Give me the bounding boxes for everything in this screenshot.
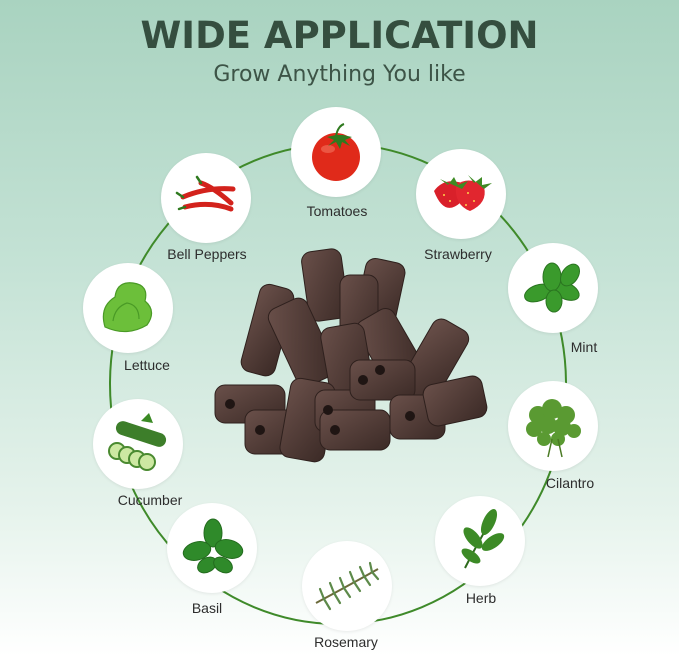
lettuce-icon — [83, 263, 173, 353]
tomato-icon — [291, 107, 381, 197]
grow-sponge-pods-icon — [200, 240, 500, 480]
page-subtitle: Grow Anything You like — [213, 62, 466, 87]
plant-label-mint: Mint — [570, 339, 598, 355]
bell-pepper-icon — [161, 153, 251, 243]
plant-label-basil: Basil — [191, 600, 223, 616]
basil-icon — [167, 503, 257, 593]
cucumber-icon — [93, 399, 183, 489]
herb-icon — [435, 496, 525, 586]
mint-icon — [508, 243, 598, 333]
plant-label-rosemary: Rosemary — [314, 634, 378, 650]
plant-label-cucumber: Cucumber — [117, 492, 183, 508]
strawberry-icon — [416, 149, 506, 239]
plant-label-bell-peppers: Bell Peppers — [167, 246, 247, 262]
plant-label-cilantro: Cilantro — [545, 475, 595, 491]
page-title: WIDE APPLICATION — [140, 14, 539, 57]
cilantro-icon — [508, 381, 598, 471]
plant-label-strawberry: Strawberry — [424, 246, 492, 262]
plant-label-lettuce: Lettuce — [124, 357, 170, 373]
plant-label-herb: Herb — [465, 590, 497, 606]
plant-label-tomatoes: Tomatoes — [306, 203, 368, 219]
rosemary-icon — [302, 541, 392, 631]
